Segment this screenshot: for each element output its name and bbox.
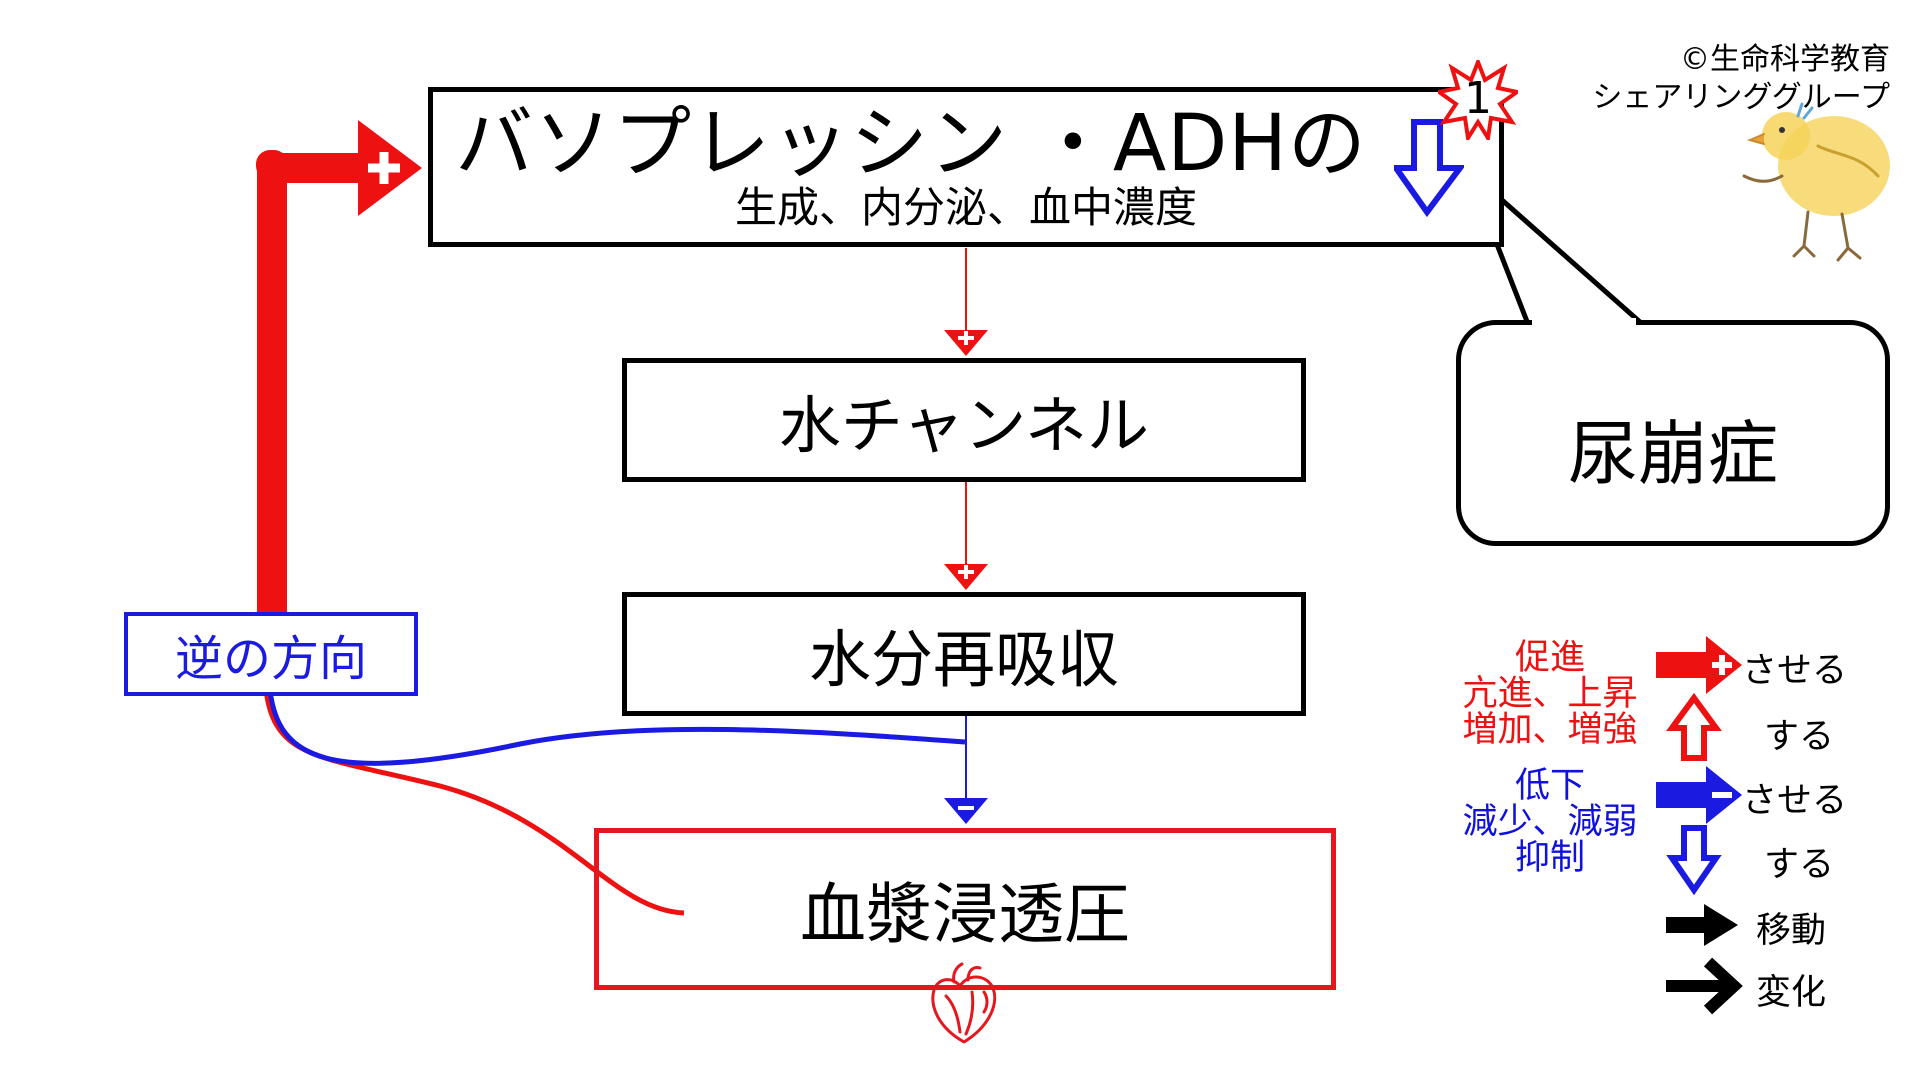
- plasma-osmotic-label: 血漿浸透圧: [800, 876, 1130, 953]
- chick-icon: [1742, 102, 1890, 262]
- heart-icon: [931, 962, 997, 1044]
- copyright-line-1: ©生命科学教育: [1680, 42, 1890, 77]
- callout-label: 尿崩症: [1568, 412, 1778, 495]
- legend-reduce-terms: 低下 減少、減弱 抑制: [1440, 768, 1660, 876]
- legend-change-label: 変化: [1756, 973, 1827, 1013]
- legend-reduce-term-3: 抑制: [1514, 838, 1585, 878]
- reabsorption-box: 水分再吸収: [622, 592, 1306, 716]
- legend-promote-cause-label: させる: [1742, 651, 1848, 691]
- badge-number: 1: [1464, 73, 1492, 124]
- down-arrow-icon: [1394, 119, 1464, 218]
- vasopressin-box: バソプレッシン ・ADHの 生成、内分泌、血中濃度: [428, 87, 1504, 247]
- legend-promote-term-2: 亢進、上昇: [1462, 674, 1638, 714]
- legend-promote-term-1: 促進: [1514, 638, 1585, 678]
- connector-reabsorption-to-plasma: [944, 716, 988, 824]
- legend-promote-terms: 促進 亢進、上昇 増加、増強: [1440, 640, 1660, 748]
- legend-move-label: 移動: [1756, 911, 1827, 951]
- legend-promote-term-3: 増加、増強: [1462, 710, 1638, 750]
- legend-reduce-self-label: する: [1764, 845, 1835, 885]
- legend-promote-self-label: する: [1764, 717, 1835, 757]
- vasopressin-subtitle: 生成、内分泌、血中濃度: [734, 183, 1197, 232]
- legend-reduce-cause-label: させる: [1742, 781, 1848, 821]
- vasopressin-title: バソプレッシン ・ADHの: [455, 99, 1367, 189]
- water-channel-label: 水チャンネル: [778, 389, 1150, 462]
- connector-vaso-to-channel: [944, 248, 988, 356]
- connector-channel-to-reabsorption: [944, 482, 988, 590]
- legend-reduce-term-2: 減少、減弱: [1462, 802, 1638, 842]
- star-badge-icon: 1: [1438, 60, 1518, 140]
- reverse-direction-label: 逆の方向: [174, 631, 367, 687]
- reverse-direction-box: 逆の方向: [124, 612, 418, 696]
- feedback-plus-arrow: [256, 120, 422, 615]
- legend-reduce-term-1: 低下: [1514, 766, 1585, 806]
- blue-feedback-curve: [267, 689, 966, 766]
- reabsorption-label: 水分再吸収: [808, 623, 1119, 696]
- plasma-osmotic-box: 血漿浸透圧: [594, 828, 1336, 990]
- copyright-line-2: シェアリンググループ: [1592, 80, 1890, 115]
- water-channel-box: 水チャンネル: [622, 358, 1306, 482]
- callout-box: 尿崩症: [1456, 320, 1890, 546]
- callout-pointer-joint: [1532, 318, 1636, 328]
